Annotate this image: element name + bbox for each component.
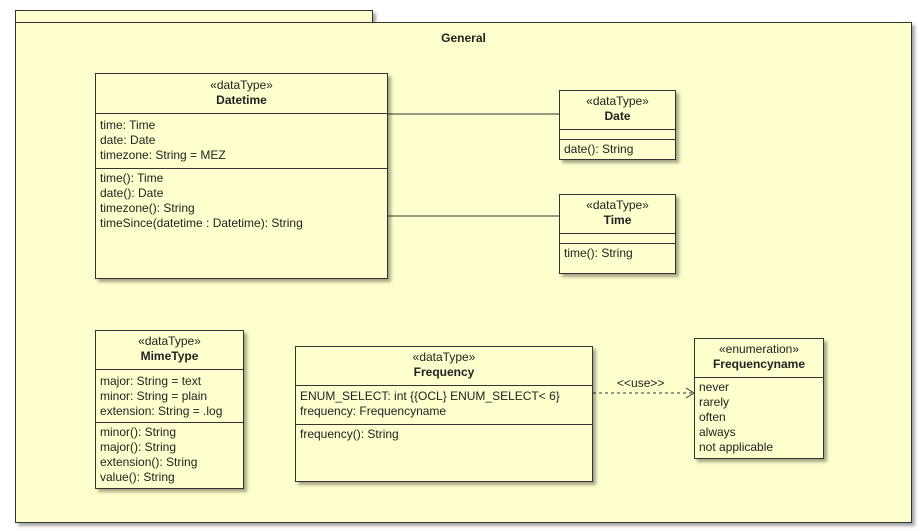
stereotype-label: «dataType» <box>138 334 201 348</box>
operation: timeSince(datetime : Datetime): String <box>100 216 303 230</box>
use-label: <<use>> <box>617 376 665 390</box>
enum-literal: often <box>699 410 726 424</box>
stereotype-label: «dataType» <box>586 198 649 212</box>
attribute: time: Time <box>100 118 156 132</box>
attribute: frequency: Frequencyname <box>300 404 447 418</box>
operation: minor(): String <box>100 425 177 439</box>
operation: timezone(): String <box>100 201 195 215</box>
operations-compartment: time(): Time date(): Date timezone(): St… <box>96 168 387 231</box>
class-datetime[interactable]: «dataType» Datetime time: Time date: Dat… <box>95 73 388 279</box>
attributes-compartment: time: Time date: Date timezone: String =… <box>96 113 387 168</box>
enum-frequencyname[interactable]: «enumeration» Frequencyname never rarely… <box>694 338 824 459</box>
enum-literal: rarely <box>699 395 730 409</box>
literals-compartment: never rarely often always not applicable <box>695 377 823 455</box>
class-name: Datetime <box>216 93 267 107</box>
operations-compartment: date(): String <box>560 139 675 157</box>
operation: time(): Time <box>100 171 164 185</box>
class-name: MimeType <box>140 349 199 363</box>
operation: frequency(): String <box>300 427 399 441</box>
class-mimetype[interactable]: «dataType» MimeType major: String = text… <box>95 330 244 489</box>
attribute: extension: String = .log <box>100 404 223 418</box>
attribute: minor: String = plain <box>100 389 208 403</box>
stereotype-label: «dataType» <box>586 94 649 108</box>
attributes-compartment <box>560 233 675 243</box>
operation: date(): String <box>564 142 634 156</box>
operation: value(): String <box>100 470 175 484</box>
attributes-compartment <box>560 129 675 139</box>
enum-literal: always <box>699 425 736 439</box>
operation: date(): Date <box>100 186 164 200</box>
operation: time(): String <box>564 246 633 260</box>
class-frequency[interactable]: «dataType» Frequency ENUM_SELECT: int {{… <box>295 346 593 482</box>
operations-compartment: frequency(): String <box>296 424 592 442</box>
class-date[interactable]: «dataType» Date date(): String <box>559 90 676 160</box>
attribute: timezone: String = MEZ <box>100 148 226 162</box>
class-name: Frequencyname <box>712 357 806 371</box>
operations-compartment: time(): String <box>560 243 675 261</box>
attributes-compartment: ENUM_SELECT: int {{OCL} ENUM_SELECT< 6} … <box>296 385 592 424</box>
attribute: date: Date <box>100 133 156 147</box>
operation: major(): String <box>100 440 177 454</box>
operation: extension(): String <box>100 455 198 469</box>
enum-literal: never <box>699 380 730 394</box>
class-time[interactable]: «dataType» Time time(): String <box>559 194 676 274</box>
package-title: General <box>441 31 486 45</box>
attributes-compartment: major: String = text minor: String = pla… <box>96 369 243 422</box>
attribute: major: String = text <box>100 374 202 388</box>
class-name: Time <box>603 213 632 227</box>
class-name: Frequency <box>413 365 475 379</box>
enum-literal: not applicable <box>699 440 774 454</box>
stereotype-label: «dataType» <box>210 78 273 92</box>
class-name: Date <box>604 109 631 123</box>
attribute: ENUM_SELECT: int {{OCL} ENUM_SELECT< 6} <box>300 389 560 403</box>
stereotype-label: «dataType» <box>412 350 476 364</box>
stereotype-label: «enumeration» <box>718 342 800 356</box>
operations-compartment: minor(): String major(): String extensio… <box>96 422 243 485</box>
